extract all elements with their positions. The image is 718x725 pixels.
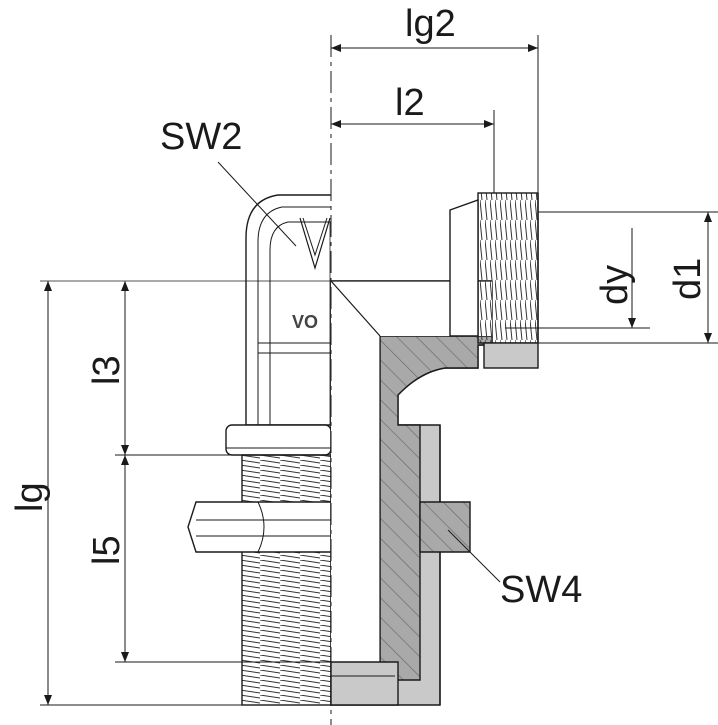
dim-label-sw2: SW2 <box>160 116 242 158</box>
hex-nut <box>187 501 332 553</box>
outside-view <box>187 194 332 706</box>
dimension-lines <box>40 35 718 706</box>
section-bore <box>331 281 492 705</box>
dim-label-dy: dy <box>594 265 636 305</box>
body-mark-text: VO <box>292 312 318 332</box>
dim-label-l5: l5 <box>86 535 128 565</box>
section-hatch-elbow <box>379 335 493 681</box>
sealing-ring <box>330 661 399 706</box>
dim-label-lg: lg <box>9 482 51 512</box>
dim-label-d1: d1 <box>667 258 709 300</box>
v-mark-icon <box>299 217 331 271</box>
branch-thread <box>477 192 539 344</box>
flange-ring <box>225 424 332 456</box>
dim-label-l3: l3 <box>86 355 128 385</box>
dim-label-lg2: lg2 <box>405 3 456 45</box>
threaded-stem <box>241 454 332 706</box>
section-view <box>330 192 539 706</box>
dim-label-sw4: SW4 <box>500 569 582 611</box>
elbow-body-outline <box>245 194 331 426</box>
dim-label-l2: l2 <box>395 82 425 124</box>
